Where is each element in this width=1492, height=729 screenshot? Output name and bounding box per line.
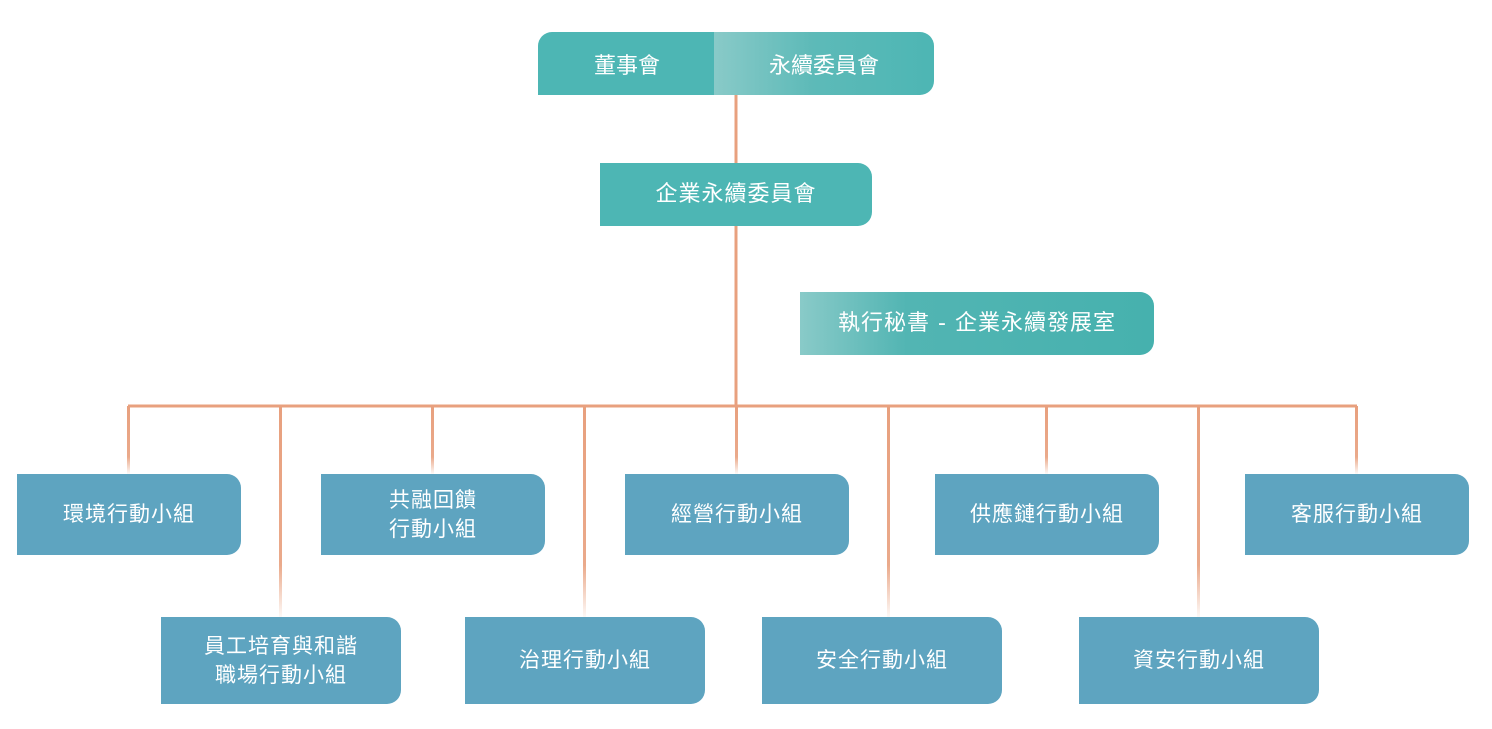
group-employee-line1: 員工培育與和諧 — [204, 634, 358, 659]
sustainability-committee-box: 永續委員會 — [714, 32, 934, 95]
board-label: 董事會 — [593, 53, 660, 79]
group-customer: 客服行動小組 — [1245, 474, 1469, 555]
group-employee-line2: 職場行動小組 — [215, 662, 347, 687]
secretary-box: 執行秘書 - 企業永續發展室 — [800, 292, 1154, 355]
group-governance: 治理行動小組 — [465, 617, 705, 704]
group-supplychain: 供應鏈行動小組 — [935, 474, 1159, 555]
group-customer-label: 客服行動小組 — [1291, 502, 1423, 527]
group-inclusion-line1: 共融回饋 — [389, 488, 477, 513]
drop-operation — [735, 406, 738, 474]
group-inclusion-line2: 行動小組 — [389, 516, 477, 541]
sustainability-committee-label: 永續委員會 — [768, 53, 879, 79]
drop-inclusion — [431, 406, 434, 474]
drop-governance — [583, 406, 586, 618]
drop-infosec — [1197, 406, 1200, 618]
group-operation: 經營行動小組 — [625, 474, 849, 555]
drop-supplychain — [1045, 406, 1048, 474]
group-infosec: 資安行動小組 — [1079, 617, 1319, 704]
group-infosec-label: 資安行動小組 — [1133, 648, 1265, 673]
group-operation-label: 經營行動小組 — [671, 502, 803, 527]
group-environment: 環境行動小組 — [17, 474, 241, 555]
group-employee: 員工培育與和諧 職場行動小組 — [161, 617, 401, 704]
secretary-label: 執行秘書 - 企業永續發展室 — [838, 310, 1116, 336]
group-safety: 安全行動小組 — [762, 617, 1002, 704]
drop-environment — [127, 406, 130, 474]
group-safety-label: 安全行動小組 — [816, 648, 948, 673]
drop-customer — [1355, 406, 1358, 474]
group-supplychain-label: 供應鏈行動小組 — [970, 502, 1124, 527]
group-inclusion: 共融回饋 行動小組 — [321, 474, 545, 555]
group-governance-label: 治理行動小組 — [519, 648, 651, 673]
corporate-committee-label: 企業永續委員會 — [655, 181, 817, 207]
drop-safety — [887, 406, 890, 618]
drop-employee — [279, 406, 282, 618]
group-environment-label: 環境行動小組 — [63, 502, 195, 527]
corporate-committee-box: 企業永續委員會 — [600, 163, 872, 226]
board-box: 董事會 — [538, 32, 716, 95]
